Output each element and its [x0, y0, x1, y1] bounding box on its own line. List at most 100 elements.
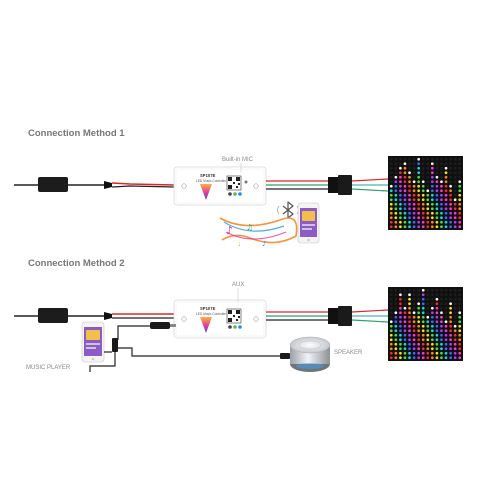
- led-dot: [421, 347, 425, 351]
- led-dot: [458, 225, 462, 229]
- led-dot: [426, 351, 430, 355]
- led-dot: [408, 342, 411, 346]
- app-store-icons-1: [228, 192, 242, 196]
- led-dot: [426, 347, 430, 351]
- led-dot: [444, 329, 448, 333]
- led-dot: [421, 342, 425, 346]
- led-dot: [430, 189, 434, 193]
- led-dot: [389, 288, 393, 292]
- led-dot: [444, 162, 448, 166]
- music-cone-icon: [200, 184, 212, 200]
- led-dot: [399, 329, 402, 333]
- led-dot: [394, 189, 398, 193]
- led-dot: [403, 216, 407, 220]
- led-dot: [389, 189, 393, 193]
- led-dot: [435, 162, 439, 166]
- led-dot: [394, 333, 398, 337]
- led-matrix-panel-1: [388, 156, 463, 230]
- led-dot: [435, 351, 439, 355]
- led-dot: [417, 202, 421, 206]
- svg-text:♫: ♫: [246, 223, 253, 232]
- led-dot: [408, 175, 411, 179]
- led-dot: [408, 356, 411, 360]
- led-dot: [389, 302, 393, 306]
- led-dot: [449, 162, 452, 166]
- led-dot: [444, 216, 448, 220]
- led-dot: [408, 162, 411, 166]
- dc-connector-2: [104, 312, 174, 320]
- led-dot: [458, 184, 462, 188]
- led-dot: [412, 189, 416, 193]
- led-dot: [453, 320, 457, 324]
- led-dot: [458, 293, 462, 297]
- led-dot: [412, 347, 416, 351]
- led-dot: [394, 211, 398, 215]
- label-speaker: SPEAKER: [334, 350, 363, 356]
- led-dot: [421, 351, 425, 355]
- led-dot: [421, 157, 425, 161]
- led-dot: [403, 320, 407, 324]
- led-dot: [449, 225, 452, 229]
- led-dot: [458, 207, 462, 211]
- led-dot: [394, 193, 398, 197]
- speaker: [289, 336, 331, 372]
- led-dot: [389, 220, 393, 224]
- output-wires-1: [266, 175, 389, 195]
- led-dot: [435, 306, 439, 310]
- led-dot: [389, 293, 393, 297]
- led-dot: [394, 351, 398, 355]
- smartphone-1: [297, 202, 320, 244]
- led-dot: [403, 315, 407, 319]
- led-dot: [412, 220, 416, 224]
- led-dot: [458, 180, 462, 184]
- led-dot: [435, 342, 439, 346]
- led-dot: [444, 288, 448, 292]
- led-dot: [435, 293, 439, 297]
- led-dot: [408, 297, 411, 301]
- led-dot: [440, 333, 443, 337]
- screw-left-icon: [181, 316, 187, 322]
- led-dot: [412, 338, 416, 342]
- led-dot: [389, 333, 393, 337]
- screw-right-icon: [253, 316, 259, 322]
- led-dot: [426, 293, 430, 297]
- led-dot: [389, 311, 393, 315]
- led-dot: [449, 333, 452, 337]
- led-dot: [444, 351, 448, 355]
- led-dot: [430, 351, 434, 355]
- led-dot: [408, 333, 411, 337]
- led-dot: [408, 202, 411, 206]
- led-matrix-panel-2: [388, 287, 463, 361]
- led-dot: [449, 306, 452, 310]
- led-dot: [458, 157, 462, 161]
- led-dot: [426, 211, 430, 215]
- led-dot: [430, 311, 434, 315]
- output-wires-2: [266, 306, 389, 326]
- led-dot: [426, 216, 430, 220]
- led-dot: [430, 342, 434, 346]
- controller-2-model: SP107E: [200, 306, 216, 311]
- led-dot: [412, 293, 416, 297]
- led-dot: [421, 220, 425, 224]
- led-dot: [444, 180, 448, 184]
- led-dot: [435, 171, 439, 175]
- led-dot: [449, 338, 452, 342]
- led-dot: [399, 356, 402, 360]
- led-dot: [399, 171, 402, 175]
- led-dot: [426, 297, 430, 301]
- led-dot: [430, 297, 434, 301]
- led-dot: [430, 157, 434, 161]
- led-dot: [408, 193, 411, 197]
- led-dot: [417, 184, 421, 188]
- led-dot: [449, 180, 452, 184]
- led-dot: [440, 302, 443, 306]
- led-dot: [440, 166, 443, 170]
- led-dot: [399, 193, 402, 197]
- led-dot: [399, 202, 402, 206]
- led-dot: [440, 175, 443, 179]
- led-dot: [408, 184, 411, 188]
- heading-method-2: Connection Method 2: [28, 258, 125, 269]
- led-dot: [449, 198, 452, 202]
- led-dot: [403, 207, 407, 211]
